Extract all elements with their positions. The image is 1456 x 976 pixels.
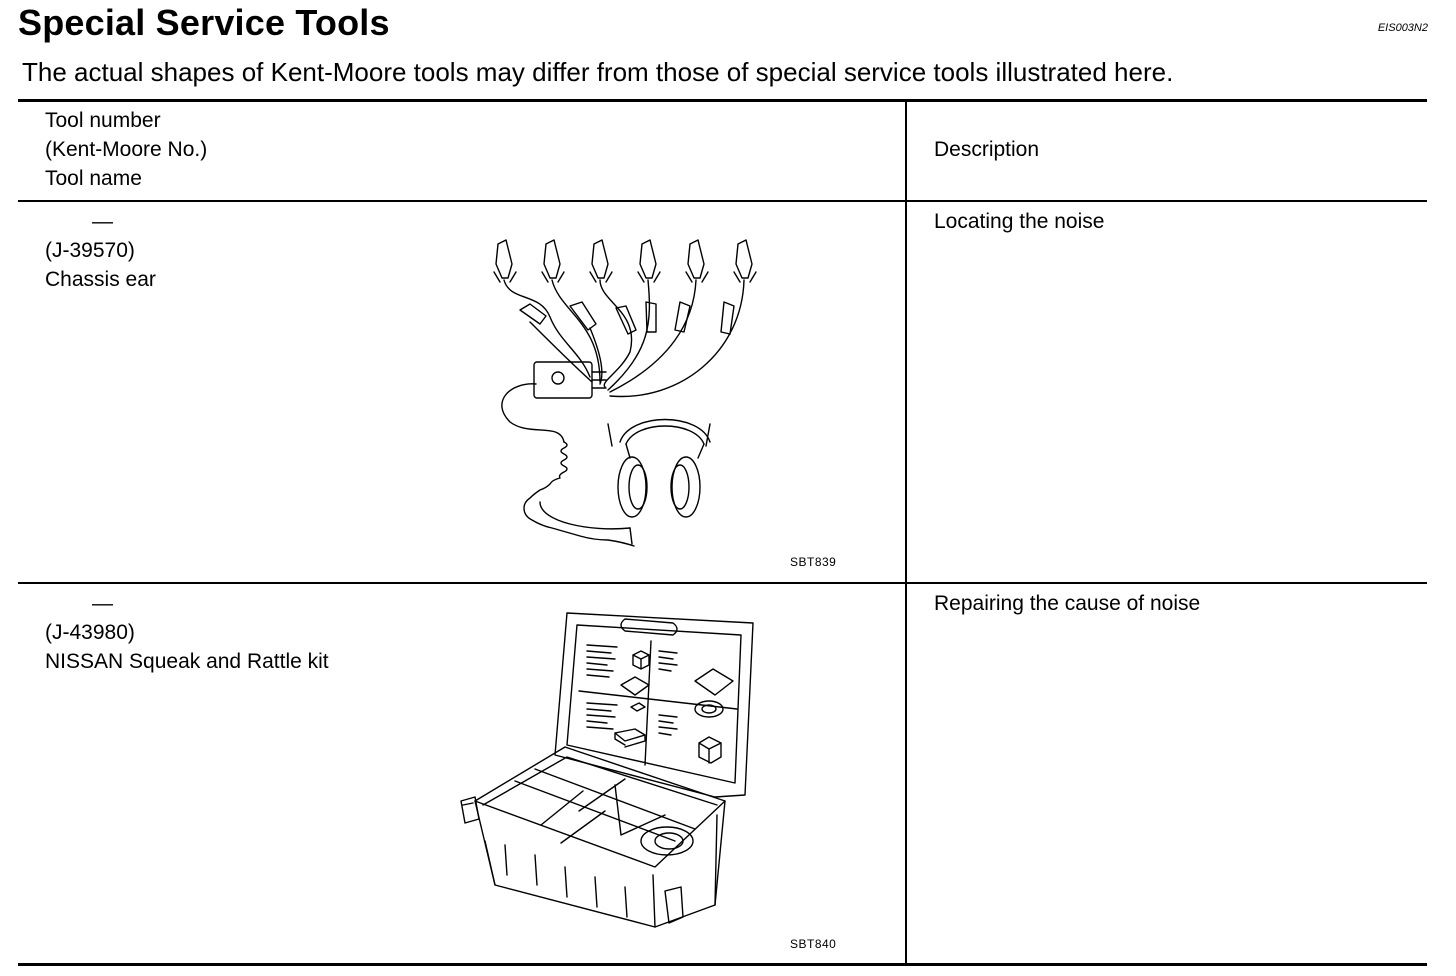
row-2-illustration-ref: SBT840 [790, 937, 837, 951]
row-1-kent-moore-no: (J-39570) [45, 239, 135, 262]
table-bottom-rule [18, 963, 1427, 966]
column-divider [905, 100, 907, 965]
row-2-tool-info: — (J-43980) NISSAN Squeak and Rattle kit [45, 589, 329, 676]
header-tool-name: Tool name [45, 167, 142, 190]
row-divider-rule [18, 582, 1427, 584]
row-2-description: Repairing the cause of noise [934, 592, 1201, 615]
row-1-tool-info: — (J-39570) Chassis ear [45, 207, 156, 294]
alligator-clip-2 [541, 239, 565, 283]
alligator-clip-6 [733, 239, 757, 283]
table-top-rule [18, 99, 1427, 102]
row-1-tool-number: — [92, 210, 113, 233]
row-2-tool-name: NISSAN Squeak and Rattle kit [45, 650, 329, 673]
alligator-clip-4 [637, 239, 661, 283]
header-bottom-rule [18, 200, 1427, 202]
row-2-kent-moore-no: (J-43980) [45, 621, 135, 644]
document-id: EIS003N2 [1377, 22, 1428, 34]
header-tool-column: Tool number (Kent-Moore No.) Tool name [45, 106, 207, 193]
row-1-illustration-ref: SBT839 [790, 555, 837, 569]
page-title: Special Service Tools [18, 2, 390, 43]
alligator-clip-5 [685, 239, 709, 283]
chassis-ear-illustration [493, 239, 757, 547]
header-kent-moore-no: (Kent-Moore No.) [45, 138, 208, 161]
row-2-tool-number: — [92, 592, 113, 615]
squeak-rattle-kit-illustration [460, 612, 754, 928]
alligator-clip-1 [493, 239, 517, 283]
alligator-clip-3 [589, 239, 613, 283]
page-subtitle: The actual shapes of Kent-Moore tools ma… [22, 57, 1174, 87]
row-1-tool-name: Chassis ear [45, 268, 156, 291]
header-description: Description [934, 138, 1040, 161]
row-1-description: Locating the noise [934, 210, 1105, 233]
header-tool-number: Tool number [45, 109, 161, 132]
